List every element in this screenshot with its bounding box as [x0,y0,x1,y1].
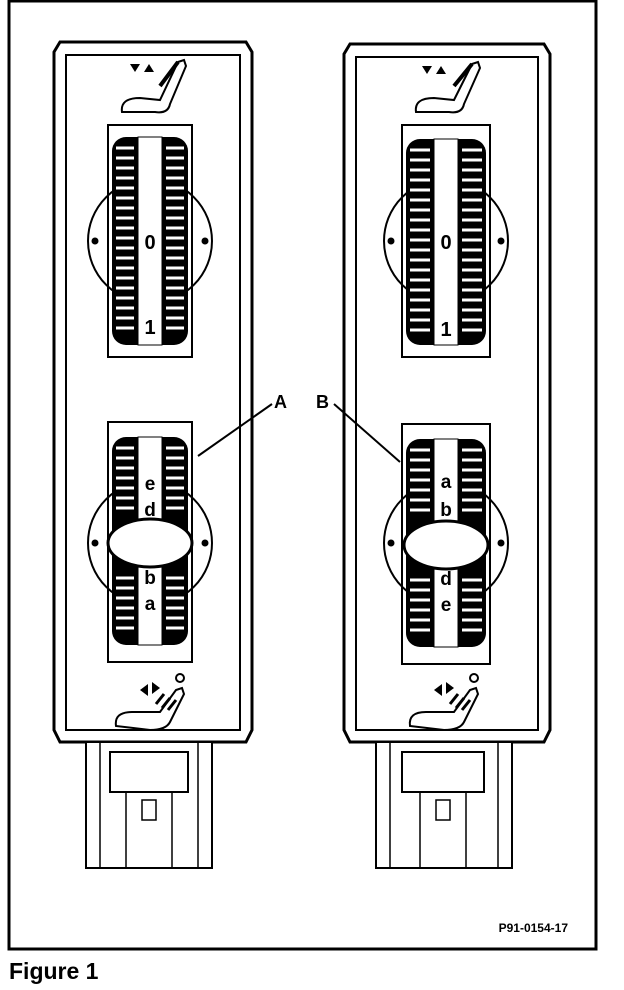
wheel-mark-a: a [441,472,452,493]
wheel-mark-d: d [440,569,452,590]
figure-caption: Figure 1 [9,958,99,984]
switch-unit-right: 0 1 [342,42,552,869]
wheel-mark-0: 0 [440,232,451,254]
wheel-mark-0: 0 [144,232,155,254]
wire-connector [375,741,513,869]
wheel-ridges [116,446,184,630]
callout-a: A [197,392,287,457]
seat-backrest-icon [120,58,188,114]
center-pivot [402,519,490,571]
switch-unit-left: 0 1 [52,40,254,869]
wheel-mark-e: e [145,474,156,495]
wheel-mark-1: 1 [440,319,451,341]
switch-housing [342,42,552,744]
switch-housing [52,40,254,744]
seat-backrest-icon [414,60,482,114]
wheel-mark-1: 1 [144,317,155,339]
callout-b-label: B [316,392,329,412]
seat-cushion-icon [408,673,480,732]
callout-a-label: A [274,392,287,412]
wheel-ridges [410,448,482,632]
wire-connector [85,741,213,869]
wheel-ridges [410,148,482,332]
wheel-mark-b: b [144,568,156,589]
figure-frame [7,0,598,951]
wheel-ridges [116,146,184,330]
callout-b: B [316,392,401,463]
seat-cushion-icon [114,673,186,732]
top-rocker-wheel[interactable]: 0 1 [87,124,213,358]
figure-code: P91-0154-17 [499,921,569,935]
bottom-rocker-wheel[interactable]: e d b a [87,421,213,663]
wheel-mark-a: a [145,594,156,615]
wheel-mark-e: e [441,595,452,616]
wheel-mark-d: d [144,500,156,521]
wheel-mark-b: b [440,500,452,521]
bottom-rocker-wheel[interactable]: a b d e [383,423,509,665]
center-pivot [106,517,194,569]
top-rocker-wheel[interactable]: 0 1 [383,124,509,358]
